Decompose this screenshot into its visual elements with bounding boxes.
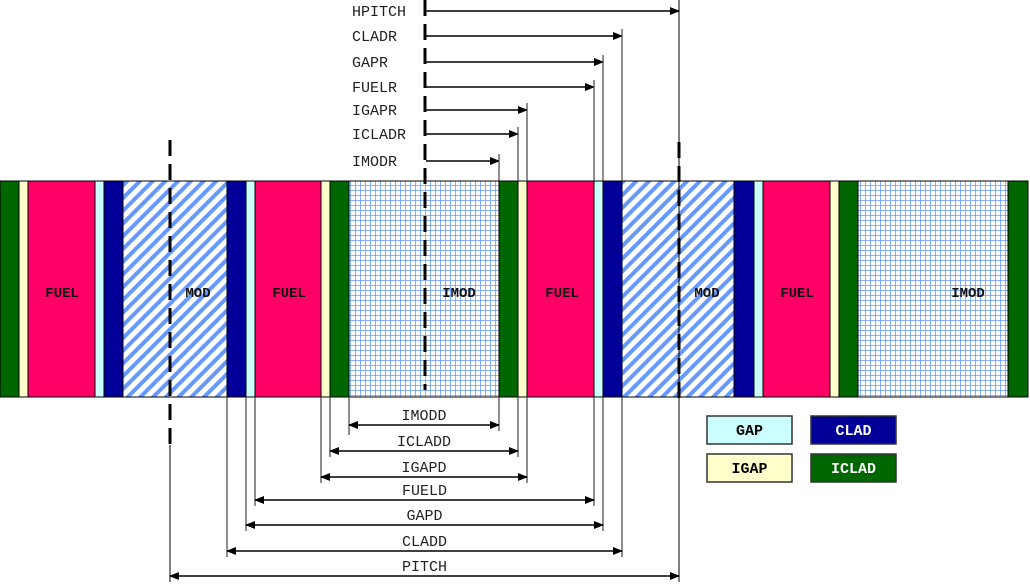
region-label-imod: IMOD <box>951 286 985 302</box>
legend-label: ICLAD <box>831 461 876 478</box>
region-mod <box>122 180 228 398</box>
region-label-fuel: FUEL <box>780 286 814 302</box>
dimension-hpitch: HPITCH <box>352 4 680 21</box>
legend-swatch <box>706 453 793 483</box>
region-strip: FUEL MOD FUEL IMOD FUEL MOD FUEL IMOD <box>0 180 1029 398</box>
dimension-imodd: IMODD <box>348 397 500 435</box>
dimension-label: CLADD <box>402 534 447 551</box>
region-label-fuel: FUEL <box>272 286 306 302</box>
region-gap <box>245 180 256 398</box>
dimension-icladd: ICLADD <box>329 397 519 457</box>
legend-label: CLAD <box>835 423 871 440</box>
legend-label: IGAP <box>731 461 767 478</box>
region-label-imod: IMOD <box>442 286 476 302</box>
radial-dimensions: HPITCH CLADR GAPR FUELR IGAPR ICLADR IMODR <box>352 4 680 181</box>
region-clad <box>733 180 755 398</box>
dimension-label: IMODD <box>401 408 446 425</box>
reference-lines <box>168 0 681 582</box>
dimension-label: ICLADR <box>352 127 406 144</box>
dimension-label: FUELR <box>352 80 397 97</box>
region-iclad <box>329 180 350 398</box>
legend: GAP CLAD IGAP ICLAD <box>706 415 897 483</box>
dimension-label: IGAPR <box>352 103 397 120</box>
dimension-label: GAPR <box>352 55 388 72</box>
dimension-igapd: IGAPD <box>320 397 528 483</box>
dimension-igapr: IGAPR <box>352 103 528 181</box>
region-igap <box>320 180 331 398</box>
dimension-label: ICLADD <box>397 434 451 451</box>
legend-item-gap: GAP <box>706 415 793 445</box>
region-fuel <box>27 180 96 398</box>
region-fuel <box>762 180 831 398</box>
legend-item-igap: IGAP <box>706 453 793 483</box>
dimension-label: IGAPD <box>401 460 446 477</box>
region-fuel <box>526 180 595 398</box>
legend-swatch <box>810 415 897 445</box>
region-label-mod: MOD <box>694 286 719 302</box>
dimension-gapr: GAPR <box>352 55 604 181</box>
region-gap <box>753 180 764 398</box>
region-igap <box>517 180 528 398</box>
region-iclad <box>0 180 20 398</box>
region-label-mod: MOD <box>185 286 210 302</box>
region-igap <box>829 180 840 398</box>
region-clad <box>103 180 124 398</box>
region-iclad <box>1007 180 1029 398</box>
region-gap <box>94 180 105 398</box>
dimension-icladr: ICLADR <box>352 127 519 181</box>
dimension-label: FUELD <box>402 483 447 500</box>
dimension-label: HPITCH <box>352 4 406 21</box>
dimension-cladd: CLADD <box>226 397 623 557</box>
region-fuel <box>254 180 322 398</box>
dimension-gapd: GAPD <box>245 397 604 531</box>
region-gap <box>593 180 604 398</box>
legend-item-clad: CLAD <box>810 415 897 445</box>
region-label-fuel: FUEL <box>45 286 79 302</box>
dimension-label: GAPD <box>406 508 442 525</box>
dimension-label: CLADR <box>352 29 397 46</box>
region-clad <box>226 180 247 398</box>
dimension-label: PITCH <box>402 559 447 576</box>
region-iclad <box>498 180 519 398</box>
region-imod <box>857 180 1009 398</box>
region-iclad <box>838 180 859 398</box>
legend-label: GAP <box>736 423 763 440</box>
legend-item-iclad: ICLAD <box>810 453 897 483</box>
width-dimensions: IMODD ICLADD IGAPD FUELD GAPD CLADD PITCH <box>169 397 680 580</box>
region-clad <box>602 180 623 398</box>
legend-swatch <box>810 453 897 483</box>
legend-swatch <box>706 415 793 445</box>
region-label-fuel: FUEL <box>545 286 579 302</box>
region-igap <box>18 180 29 398</box>
dimension-label: IMODR <box>352 154 397 171</box>
dimension-fuelr: FUELR <box>352 80 595 181</box>
dimension-pitch: PITCH <box>169 559 680 580</box>
dimension-fueld: FUELD <box>254 397 595 506</box>
dimension-imodr: IMODR <box>352 154 500 181</box>
dimension-cladr: CLADR <box>352 29 623 181</box>
